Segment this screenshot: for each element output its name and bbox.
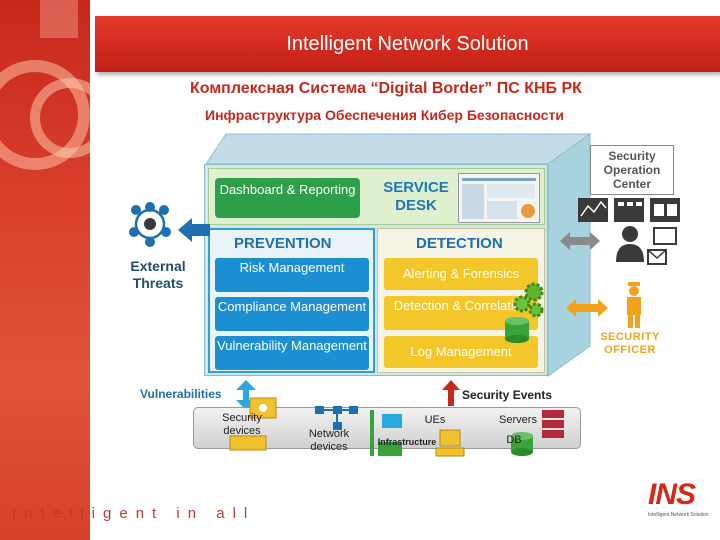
network-devices-icon [315, 406, 358, 430]
external-threats-label: External Threats [130, 258, 186, 291]
logo-text: INS [648, 478, 696, 511]
servers-label: Servers [499, 414, 537, 426]
security-officer-label: SECURITY OFFICER [600, 331, 660, 356]
decorative-square [40, 0, 78, 38]
soc-label-box: Security Operation Center [590, 145, 674, 195]
detection-correlation-block[interactable]: Detection & Correlation [384, 296, 538, 330]
page-title: Intelligent Network Solution [286, 33, 529, 55]
db-icon [511, 432, 533, 456]
prevention-title: PREVENTION [234, 235, 332, 252]
bidirectional-arrow-officer-icon [566, 299, 608, 317]
service-desk-title: SERVICE DESK [383, 179, 449, 214]
risk-management-block[interactable]: Risk Management [215, 258, 369, 292]
dashboard-screenshot-thumbnail [458, 173, 540, 223]
dashboard-reporting-button[interactable]: Dashboard & Reporting [215, 178, 360, 218]
infrastructure-icon [370, 410, 402, 456]
security-officer-icon [627, 282, 641, 328]
bidirectional-arrow-soc-icon [560, 232, 600, 250]
security-devices-label: Security devices [222, 412, 262, 437]
soc-monitors-icon [578, 198, 680, 265]
infrastructure-label: Infrastructure [377, 437, 437, 447]
db-label: DB [506, 434, 522, 446]
vulnerability-management-block[interactable]: Vulnerability Management [215, 336, 369, 370]
left-decorative-strip [0, 0, 90, 540]
external-threats-icon [129, 202, 171, 247]
servers-icon [542, 410, 564, 438]
title-banner: Intelligent Network Solution [95, 16, 720, 72]
network-devices-label: Network devices [308, 428, 350, 453]
security-events-label: Security Events [462, 388, 553, 402]
security-events-arrow-icon [442, 380, 460, 406]
footer-tagline: Intelligent in all [12, 505, 256, 522]
ues-icon [435, 429, 465, 457]
arrow-to-threats-icon [178, 218, 210, 242]
compliance-management-block[interactable]: Compliance Management [215, 297, 369, 331]
ues-label: UEs [424, 414, 446, 426]
alerting-forensics-block[interactable]: Alerting & Forensics [384, 258, 538, 290]
security-devices-icon [229, 397, 277, 451]
decorative-ring [30, 78, 90, 158]
vulnerabilities-label: Vulnerabilities [140, 387, 222, 401]
database-icon [505, 317, 529, 343]
detection-title: DETECTION [416, 235, 503, 252]
logo-subtext: Intelligent Network Solution [648, 512, 709, 518]
subtitle: Комплексная Система “Digital Border” ПС … [190, 80, 582, 97]
gears-icon [513, 282, 544, 318]
subtitle-secondary: Инфраструктура Обеспечения Кибер Безопас… [205, 107, 564, 123]
ins-logo: INS Intelligent Network Solution [648, 480, 714, 528]
